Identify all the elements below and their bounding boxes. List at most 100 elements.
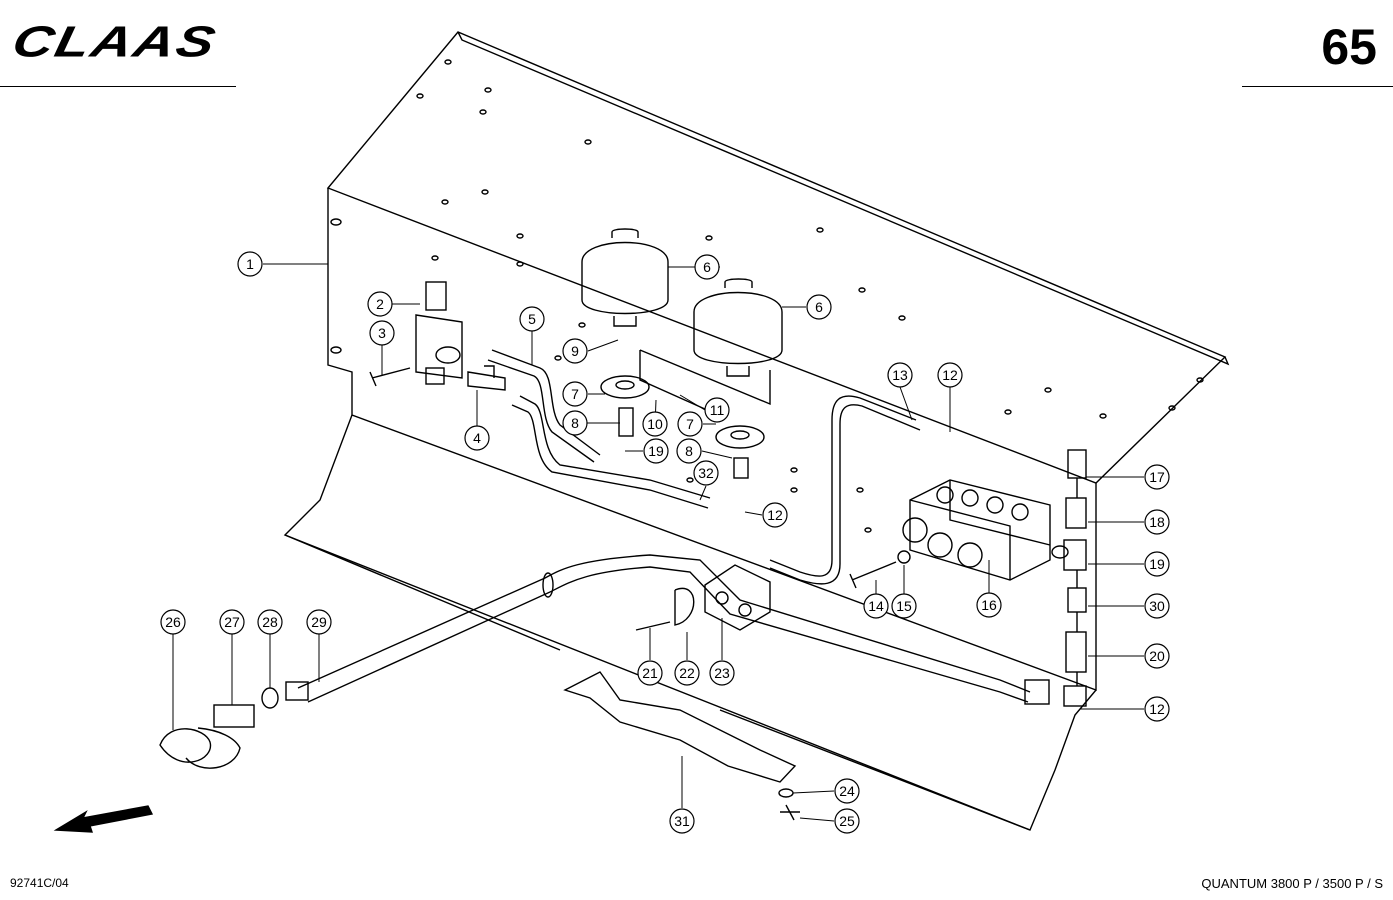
callout: 25 bbox=[834, 808, 860, 834]
svg-text:6: 6 bbox=[703, 259, 711, 275]
svg-text:23: 23 bbox=[714, 665, 730, 681]
svg-text:27: 27 bbox=[224, 614, 240, 630]
callout: 12 bbox=[762, 502, 788, 528]
svg-text:3: 3 bbox=[378, 325, 386, 341]
callout: 7 bbox=[562, 381, 588, 407]
callout: 19 bbox=[643, 438, 669, 464]
callout: 7 bbox=[677, 411, 703, 437]
callout: 30 bbox=[1144, 593, 1170, 619]
callout: 24 bbox=[834, 778, 860, 804]
model-caption: QUANTUM 3800 P / 3500 P / S bbox=[1201, 876, 1383, 891]
svg-text:7: 7 bbox=[686, 416, 694, 432]
svg-text:19: 19 bbox=[648, 443, 664, 459]
callout: 27 bbox=[219, 609, 245, 635]
svg-text:14: 14 bbox=[868, 598, 884, 614]
callout: 2 bbox=[367, 291, 393, 317]
svg-text:24: 24 bbox=[839, 783, 855, 799]
callout: 22 bbox=[674, 660, 700, 686]
svg-text:21: 21 bbox=[642, 665, 658, 681]
callout: 12 bbox=[937, 362, 963, 388]
svg-text:28: 28 bbox=[262, 614, 278, 630]
svg-text:20: 20 bbox=[1149, 648, 1165, 664]
callout: 17 bbox=[1144, 464, 1170, 490]
clamp-block bbox=[704, 564, 771, 631]
panel-top-edge bbox=[326, 31, 1227, 484]
svg-text:16: 16 bbox=[981, 597, 997, 613]
callout: 6 bbox=[694, 254, 720, 280]
fitting-stack bbox=[1063, 449, 1087, 707]
svg-text:29: 29 bbox=[311, 614, 327, 630]
svg-text:31: 31 bbox=[674, 813, 690, 829]
lower-tray bbox=[283, 414, 1097, 831]
callout: 14 bbox=[863, 593, 889, 619]
svg-text:22: 22 bbox=[679, 665, 695, 681]
callout: 5 bbox=[519, 306, 545, 332]
page-number: 65 bbox=[1321, 19, 1377, 75]
svg-text:9: 9 bbox=[571, 343, 579, 359]
valve-block bbox=[902, 479, 1069, 581]
callout: 1 bbox=[237, 251, 263, 277]
callout: 23 bbox=[709, 660, 735, 686]
svg-text:8: 8 bbox=[571, 415, 579, 431]
svg-text:2: 2 bbox=[376, 296, 384, 312]
svg-text:6: 6 bbox=[815, 299, 823, 315]
drawing-reference: 92741C/04 bbox=[10, 876, 69, 890]
accumulator-1 bbox=[581, 228, 669, 327]
svg-text:12: 12 bbox=[1149, 701, 1165, 717]
svg-text:17: 17 bbox=[1149, 469, 1165, 485]
svg-text:25: 25 bbox=[839, 813, 855, 829]
svg-text:19: 19 bbox=[1149, 556, 1165, 572]
svg-text:5: 5 bbox=[528, 311, 536, 327]
callout: 9 bbox=[562, 338, 588, 364]
svg-text:15: 15 bbox=[896, 598, 912, 614]
svg-text:10: 10 bbox=[647, 416, 663, 432]
callout: 31 bbox=[669, 808, 695, 834]
pipe-5 bbox=[491, 349, 601, 456]
callout: 12 bbox=[1144, 696, 1170, 722]
svg-text:1: 1 bbox=[246, 256, 254, 272]
callout: 28 bbox=[257, 609, 283, 635]
callout: 16 bbox=[976, 592, 1002, 618]
svg-text:26: 26 bbox=[165, 614, 181, 630]
panel-back-flange bbox=[457, 31, 1230, 366]
hose-29 bbox=[297, 554, 1031, 693]
nut-7a bbox=[600, 375, 650, 399]
callout-balloons: 1 2 3 4 5 6 6 7 7 8 8 9 10 11 12 12 12 1… bbox=[160, 251, 1170, 834]
callout: 6 bbox=[806, 294, 832, 320]
callout: 18 bbox=[1144, 509, 1170, 535]
svg-text:12: 12 bbox=[767, 507, 783, 523]
callout: 13 bbox=[887, 362, 913, 388]
callout: 20 bbox=[1144, 643, 1170, 669]
svg-text:32: 32 bbox=[698, 465, 714, 481]
direction-arrow bbox=[53, 805, 154, 833]
svg-text:11: 11 bbox=[710, 402, 725, 418]
callout: 8 bbox=[676, 438, 702, 464]
callout: 26 bbox=[160, 609, 186, 635]
svg-text:8: 8 bbox=[685, 443, 693, 459]
pressure-valve bbox=[415, 281, 463, 385]
bracket-31 bbox=[563, 671, 797, 783]
svg-text:4: 4 bbox=[473, 430, 481, 446]
svg-text:13: 13 bbox=[892, 367, 908, 383]
svg-text:7: 7 bbox=[571, 386, 579, 402]
callout: 15 bbox=[891, 593, 917, 619]
svg-text:18: 18 bbox=[1149, 514, 1165, 530]
header-rule-left bbox=[0, 86, 236, 87]
pipe-13 bbox=[769, 395, 917, 577]
callout: 32 bbox=[693, 460, 719, 486]
callout: 29 bbox=[306, 609, 332, 635]
callout: 10 bbox=[642, 411, 668, 437]
nut-7b bbox=[715, 425, 765, 449]
callout: 8 bbox=[562, 410, 588, 436]
panel-holes bbox=[330, 59, 1204, 533]
callout: 3 bbox=[369, 320, 395, 346]
callout: 4 bbox=[464, 425, 490, 451]
svg-text:12: 12 bbox=[942, 367, 958, 383]
callout: 19 bbox=[1144, 551, 1170, 577]
header-rule-right bbox=[1242, 86, 1393, 87]
svg-text:30: 30 bbox=[1149, 598, 1165, 614]
coupling-set bbox=[159, 681, 309, 769]
callout: 21 bbox=[637, 660, 663, 686]
callout: 11 bbox=[704, 397, 730, 423]
